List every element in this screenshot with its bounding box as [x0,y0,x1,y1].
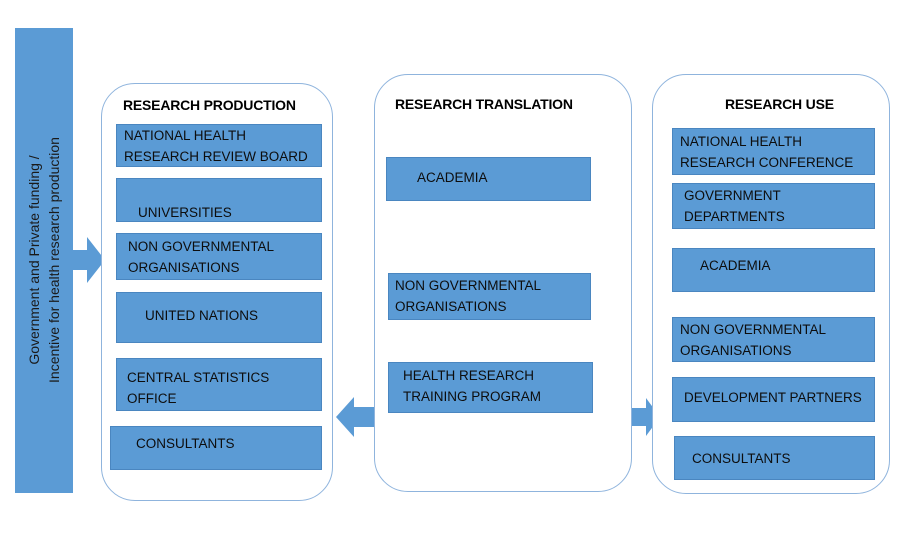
use-item-national-health-research-conference: NATIONAL HEALTH RESEARCH CONFERENCE [672,128,875,175]
translation-item-non-governmental-organisations: NON GOVERNMENTAL ORGANISATIONS [388,273,591,320]
production-item-central-statistics-office: CENTRAL STATISTICS OFFICE [116,358,322,411]
production-item-consultants: CONSULTANTS [110,426,322,470]
use-item-consultants: CONSULTANTS [674,436,875,480]
production-item-universities: UNIVERSITIES [116,178,322,222]
box-label: NON GOVERNMENTAL ORGANISATIONS [680,321,827,358]
box-label: ACADEMIA [417,169,488,185]
box-label: ACADEMIA [700,257,771,273]
funding-label: Government and Private funding / Incenti… [24,137,64,383]
box-label: UNITED NATIONS [145,308,259,323]
box-label: NATIONAL HEALTH RESEARCH REVIEW BOARD [124,127,308,164]
box-label: DEVELOPMENT PARTNERS [684,389,862,405]
box-label: NON GOVERNMENTAL ORGANISATIONS [128,238,275,275]
production-item-united-nations: UNITED NATIONS [116,292,322,343]
research-translation-title: RESEARCH TRANSLATION [395,96,573,112]
production-item-non-governmental-organisations: NON GOVERNMENTAL ORGANISATIONS [116,233,322,280]
funding-label-line2: Incentive for health research production [46,137,62,383]
use-item-development-partners: DEVELOPMENT PARTNERS [672,377,875,422]
research-production-title: RESEARCH PRODUCTION [123,97,296,113]
translation-item-academia: ACADEMIA [386,157,591,201]
use-item-academia: ACADEMIA [672,248,875,292]
box-label: UNIVERSITIES [138,204,232,220]
box-label: CENTRAL STATISTICS OFFICE [127,369,270,406]
box-label: HEALTH RESEARCH TRAINING PROGRAM [403,367,542,404]
box-label: NATIONAL HEALTH RESEARCH CONFERENCE [680,133,854,170]
research-use-title: RESEARCH USE [725,96,834,112]
box-label: CONSULTANTS [692,450,791,466]
use-item-non-governmental-organisations: NON GOVERNMENTAL ORGANISATIONS [672,317,875,362]
box-label: NON GOVERNMENTAL ORGANISATIONS [395,277,542,314]
production-item-national-health-research-review-board: NATIONAL HEALTH RESEARCH REVIEW BOARD [116,124,322,167]
box-label: CONSULTANTS [136,435,235,451]
use-item-government-departments: GOVERNMENT DEPARTMENTS [672,183,875,229]
translation-to-production-arrow-icon [336,397,374,437]
funding-label-line1: Government and Private funding / [26,155,42,365]
box-label: GOVERNMENT DEPARTMENTS [684,188,785,224]
funding-arrow-icon [73,237,105,283]
funding-bar [15,28,73,493]
translation-item-health-research-training-program: HEALTH RESEARCH TRAINING PROGRAM [388,362,593,413]
